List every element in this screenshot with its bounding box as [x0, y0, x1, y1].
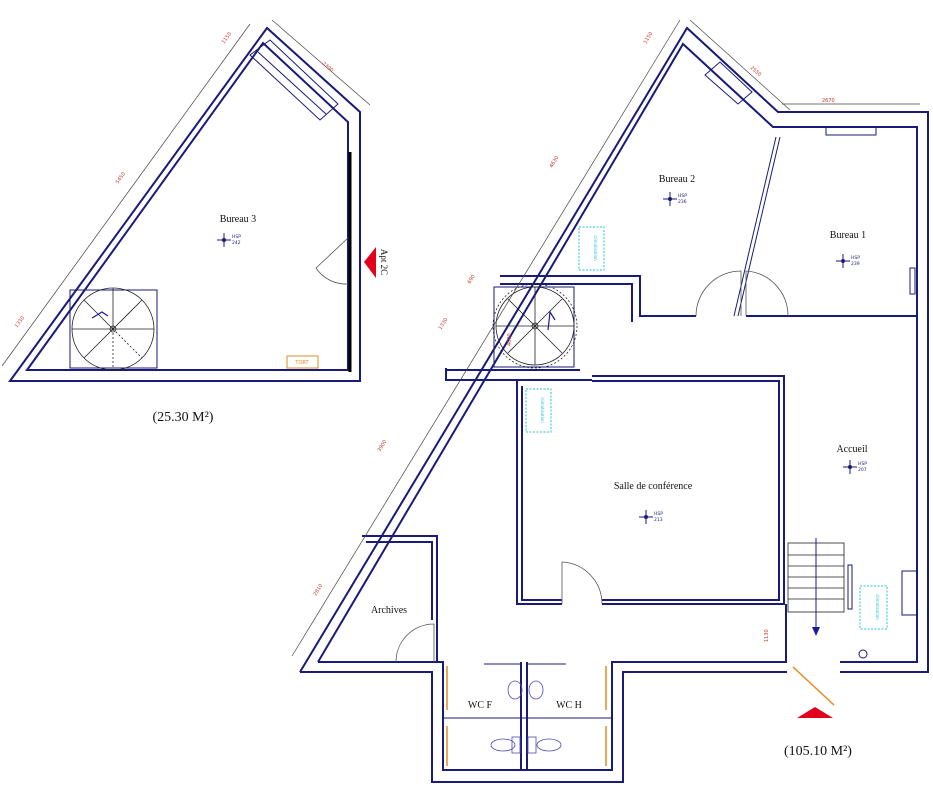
- upper-hsp-label: HSP: [232, 234, 241, 240]
- accueil-cabinet: [901, 570, 918, 616]
- conference-wall-right: [592, 375, 785, 605]
- conference-wall-left: [516, 380, 562, 605]
- wall-conference-top-left: [445, 368, 592, 381]
- svg-text:239: 239: [851, 261, 860, 267]
- upper-entry-arrow: [364, 247, 376, 278]
- svg-text:213: 213: [654, 517, 663, 523]
- main-entry-arrow: [797, 707, 833, 718]
- main-window-top: [704, 61, 753, 105]
- upper-spiral-stair: [69, 287, 158, 371]
- sink-wc-f: [507, 680, 523, 700]
- svg-text:236: 236: [678, 199, 687, 205]
- main-straight-stair: [787, 538, 845, 636]
- upper-window: [249, 39, 339, 121]
- main-area-label: (105.10 M²): [784, 744, 852, 759]
- main-entrance-door: [792, 666, 835, 706]
- upper-tag-box: [286, 355, 319, 369]
- svg-text:2670: 2670: [822, 98, 835, 104]
- room-label-salle: Salle de conférence: [614, 481, 693, 492]
- upper-floor-plan: Apt 2C HSP 242 Bureau 3 TORT: [1, 19, 389, 425]
- upper-entry-label: Apt 2C: [379, 249, 389, 275]
- room-label-wch: WC H: [556, 700, 582, 711]
- upper-dim-4: 1330: [14, 315, 26, 329]
- toilet-wc-h: [536, 738, 562, 752]
- svg-text:1330: 1330: [438, 317, 450, 331]
- room-label-bureau1: Bureau 1: [830, 230, 866, 241]
- toilet-wc-f: [490, 738, 516, 752]
- room-label-accueil: Accueil: [836, 444, 867, 455]
- partition-glazed-a: [737, 136, 781, 317]
- door-bureau1: [745, 270, 789, 317]
- room-label-bureau2: Bureau 2: [659, 174, 695, 185]
- wall-bureau2-bottom-b: [500, 283, 633, 322]
- svg-text:HSP: HSP: [858, 461, 867, 467]
- equipment-conference: climatisation: [525, 388, 552, 433]
- hsp-marker-conference: HSP 213: [639, 510, 663, 524]
- upper-hsp-value: 242: [232, 240, 241, 246]
- upper-door-swing: [315, 237, 349, 285]
- hsp-marker-accueil: HSP 207: [843, 460, 867, 474]
- main-outer-wall-b: [300, 671, 787, 783]
- equipment-accueil: climatisation: [859, 585, 888, 630]
- wall-bureau2-bottom-a: [500, 275, 696, 317]
- door-bureau2: [695, 270, 742, 317]
- svg-text:690: 690: [467, 274, 477, 285]
- upper-inner-wall: [25, 41, 349, 371]
- main-inner-wall-a: [317, 42, 918, 663]
- svg-text:2550: 2550: [749, 65, 762, 78]
- room-label-wcf: WC F: [468, 700, 493, 711]
- main-inner-wall-b: [318, 661, 787, 771]
- upper-dim-1: 1150: [221, 31, 233, 45]
- main-window-bureau1: [825, 126, 877, 136]
- sink-wc-h: [528, 680, 544, 700]
- upper-dim-2: 2300: [321, 61, 335, 74]
- main-spiral-stair: [492, 283, 578, 369]
- svg-text:HSP: HSP: [654, 511, 663, 517]
- upper-outer-wall: [8, 26, 361, 382]
- main-window-right: [909, 267, 916, 295]
- svg-text:1130: 1130: [764, 629, 770, 642]
- svg-text:3900: 3900: [377, 439, 389, 453]
- equipment-bureau2: climatisation: [578, 226, 605, 271]
- svg-text:climatisation: climatisation: [540, 397, 545, 423]
- door-archives: [395, 623, 435, 663]
- svg-text:4630: 4630: [549, 155, 561, 169]
- door-conference: [561, 561, 603, 605]
- svg-text:4690: 4690: [507, 333, 513, 346]
- svg-text:2810: 2810: [313, 583, 325, 597]
- svg-text:HSP: HSP: [678, 193, 687, 199]
- room-label-archives: Archives: [371, 605, 407, 616]
- archives-wall-b: [366, 541, 433, 620]
- upper-dim-3: 5450: [115, 171, 127, 185]
- main-outer-wall-a: [299, 26, 929, 673]
- archives-wall-a: [362, 535, 438, 662]
- svg-text:HSP: HSP: [851, 255, 860, 261]
- svg-text:climatisation: climatisation: [593, 235, 598, 261]
- svg-text:207: 207: [858, 467, 867, 473]
- svg-text:1150: 1150: [643, 31, 655, 45]
- svg-text:climatisation: climatisation: [875, 594, 880, 620]
- room-label-bureau3: Bureau 3: [220, 214, 256, 225]
- upper-hsp-marker: HSP 242: [217, 233, 241, 247]
- hsp-marker-bureau1: HSP 239: [836, 254, 860, 268]
- upper-tag-label: TORT: [294, 360, 309, 366]
- partition-glazed-b: [733, 136, 777, 317]
- hsp-marker-bureau2: HSP 236: [663, 192, 687, 206]
- main-floor-plan: climatisation climatisation climatisatio…: [291, 19, 929, 783]
- upper-area-label: (25.30 M²): [153, 410, 214, 425]
